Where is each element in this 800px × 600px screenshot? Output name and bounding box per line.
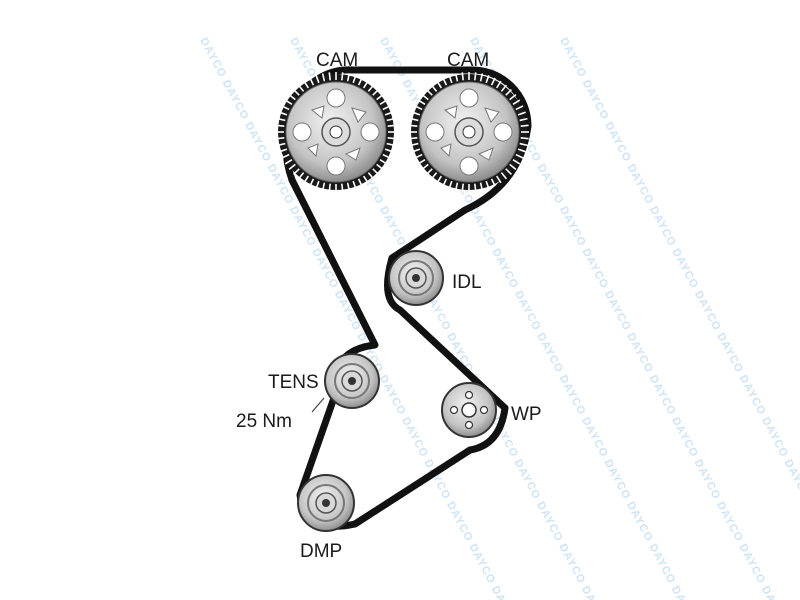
label-cam-right: CAM: [447, 50, 489, 71]
watermark-text: DAYCO DAYCO DAYCO DAYCO DAYCO DAYCO DAYC…: [557, 36, 800, 600]
label-cam-left: CAM: [316, 50, 358, 71]
label-damper: DMP: [300, 541, 342, 562]
damper-pulley: [297, 474, 355, 532]
water-pump-pulley: [441, 382, 497, 438]
cam-gear-left: [276, 72, 396, 192]
tensioner-pulley: [324, 353, 380, 409]
cam-gear-right: [409, 72, 529, 192]
idler-pulley: [388, 250, 444, 306]
label-water-pump: WP: [511, 404, 542, 425]
label-idler: IDL: [452, 272, 482, 293]
label-torque: 25 Nm: [236, 411, 292, 432]
torque-leader-line: [311, 397, 325, 413]
label-tensioner: TENS: [268, 372, 319, 393]
